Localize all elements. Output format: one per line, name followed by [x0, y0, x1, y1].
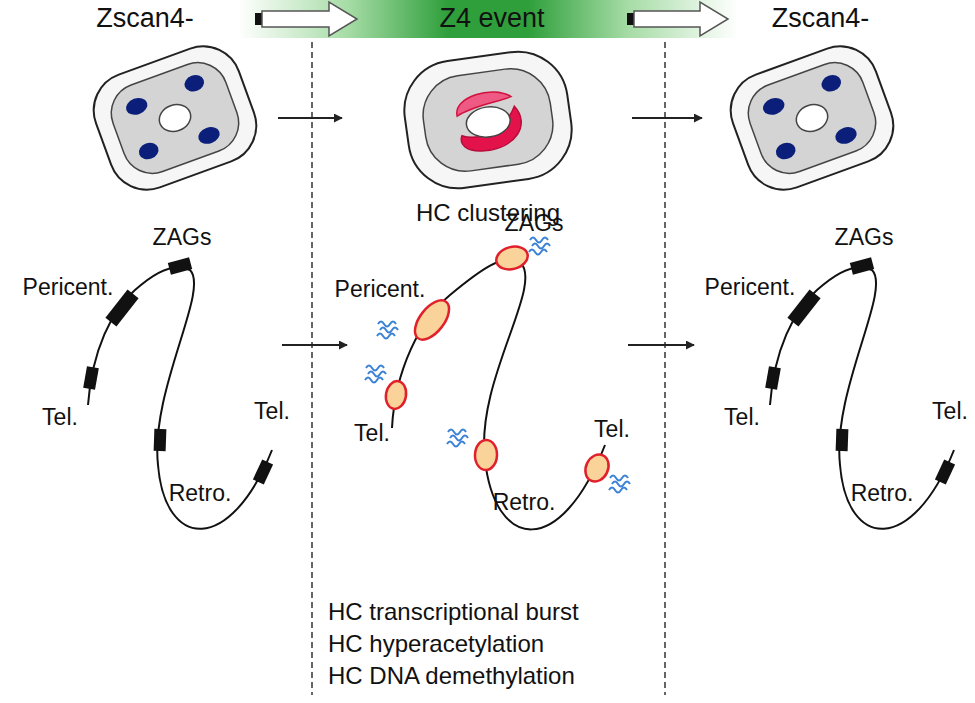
event-band: Z4 event: [357, 0, 627, 38]
locus-label: Pericent.: [705, 275, 796, 300]
state-label: Zscan4-: [35, 0, 255, 38]
nucleus: [103, 54, 247, 181]
transcript-wave: [609, 476, 630, 493]
block-arrow-body: [634, 2, 728, 36]
nucleolus: [793, 100, 832, 135]
cell-body: [83, 36, 267, 201]
activated-locus: [581, 451, 613, 486]
cell-body: [720, 36, 904, 201]
arrow-tail: [255, 13, 262, 25]
transcript-wave: [377, 322, 398, 339]
locus-label: Retro.: [493, 490, 556, 515]
activated-locus: [494, 243, 531, 273]
locus-label: Pericent.: [23, 275, 114, 300]
block-arrow-body: [262, 2, 357, 36]
locus-label: Tel.: [594, 417, 630, 442]
chromocenter: [182, 72, 206, 94]
activated-locus: [384, 379, 409, 410]
block-arrow: [627, 2, 728, 36]
event-note: HC hyperacetylation: [328, 631, 544, 657]
progression-arrow: [628, 344, 694, 346]
progression-arrow: [282, 344, 347, 346]
locus-label: ZAGs: [153, 225, 212, 250]
cell-illustration: [398, 45, 578, 195]
cell-body: [398, 45, 578, 195]
transcript-wave: [529, 238, 550, 255]
node-text: Z4 event: [439, 4, 544, 34]
event-gradient-band: [238, 0, 738, 38]
chromocenter: [124, 95, 150, 118]
locus-label: Tel.: [42, 405, 78, 430]
nucleolus: [156, 100, 195, 135]
chromocenter: [196, 124, 222, 147]
node-text: Zscan4-: [772, 4, 870, 34]
locus-label: Retro.: [851, 481, 914, 506]
arrow-tail: [627, 13, 634, 25]
locus-label: Tel.: [254, 399, 290, 424]
nucleus: [740, 54, 884, 181]
phase-divider: [311, 42, 313, 695]
event-note: HC DNA demethylation: [328, 663, 575, 689]
chromocenter: [819, 72, 843, 94]
nucleus: [418, 64, 558, 177]
locus-label: ZAGs: [835, 225, 894, 250]
block-arrow: [255, 2, 357, 36]
locus-label: ZAGs: [505, 211, 564, 236]
phase-divider: [664, 42, 666, 695]
node-text: Zscan4-: [96, 4, 194, 34]
chromocenter: [774, 140, 798, 162]
event-note: HC transcriptional burst: [328, 599, 579, 625]
transcript-wave: [447, 430, 468, 447]
chromocenter: [761, 95, 787, 118]
locus-label: Retro.: [169, 481, 232, 506]
progression-arrow: [632, 117, 702, 119]
chromocenter: [833, 124, 859, 147]
state-label: Zscan4-: [728, 0, 913, 38]
locus-label: Tel.: [724, 405, 760, 430]
locus-label: Pericent.: [335, 277, 426, 302]
cell-illustration: [720, 36, 904, 201]
locus-label: Tel.: [932, 399, 968, 424]
chromocenter: [137, 140, 161, 162]
nucleolus: [464, 104, 512, 140]
cell-illustration: [83, 36, 267, 201]
locus-label: Tel.: [354, 421, 390, 446]
progression-arrow: [278, 117, 342, 119]
activated-locus: [474, 440, 497, 471]
transcript-wave: [365, 366, 386, 383]
